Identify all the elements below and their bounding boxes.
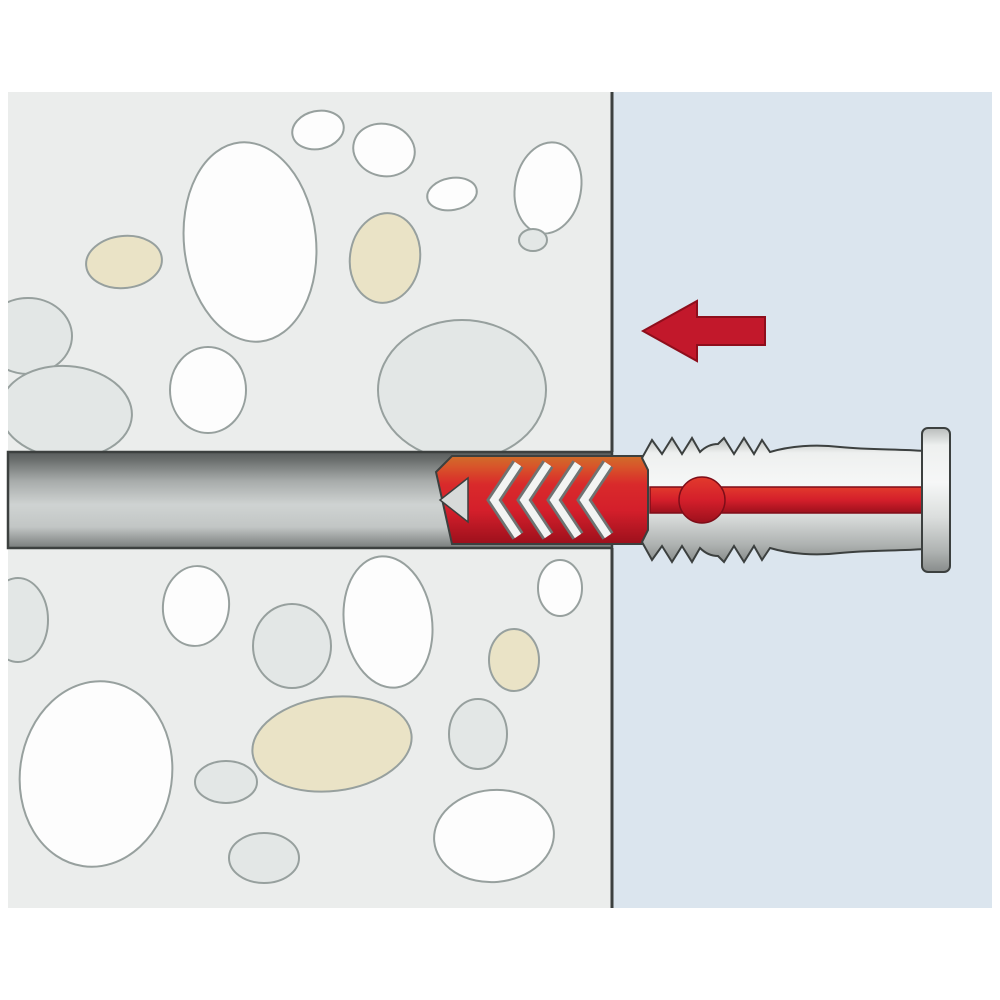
aggregate-stone bbox=[194, 760, 258, 804]
plug-chevron-rib bbox=[579, 461, 612, 539]
aggregate-stone bbox=[169, 346, 247, 434]
aggregate-stone bbox=[377, 319, 547, 461]
aggregate-stone bbox=[252, 603, 332, 689]
aggregate-stone bbox=[182, 141, 318, 343]
wall-plug bbox=[434, 427, 951, 573]
aggregate-stones bbox=[8, 109, 583, 884]
plug-chevron-rib bbox=[549, 461, 582, 539]
aggregate-stone bbox=[8, 577, 49, 663]
aggregate-stone bbox=[433, 788, 555, 884]
aggregate-stone bbox=[448, 698, 508, 770]
aggregate-stone bbox=[488, 628, 540, 692]
aggregate-stone bbox=[18, 680, 174, 868]
plug-chevron-rib bbox=[489, 461, 522, 539]
aggregate-stone bbox=[352, 122, 416, 178]
aggregate-stone bbox=[537, 559, 583, 617]
plug-tip-notch bbox=[438, 476, 469, 524]
plug-center-knob bbox=[678, 476, 726, 524]
aggregate-stone bbox=[426, 176, 478, 212]
aggregate-stone bbox=[228, 832, 300, 884]
aggregate-stone bbox=[251, 695, 413, 793]
aggregate-stone bbox=[291, 109, 345, 151]
aggregate-stone bbox=[348, 212, 422, 304]
aggregate-stone bbox=[342, 555, 434, 689]
plug-chevron-rib bbox=[519, 461, 552, 539]
insertion-direction-arrow-icon bbox=[640, 299, 766, 363]
aggregate-stone bbox=[161, 565, 231, 647]
aggregate-stone bbox=[85, 234, 163, 290]
aggregate-stone bbox=[518, 228, 548, 252]
plug-collar bbox=[921, 427, 951, 573]
plug-chevron-ribs bbox=[486, 460, 614, 540]
